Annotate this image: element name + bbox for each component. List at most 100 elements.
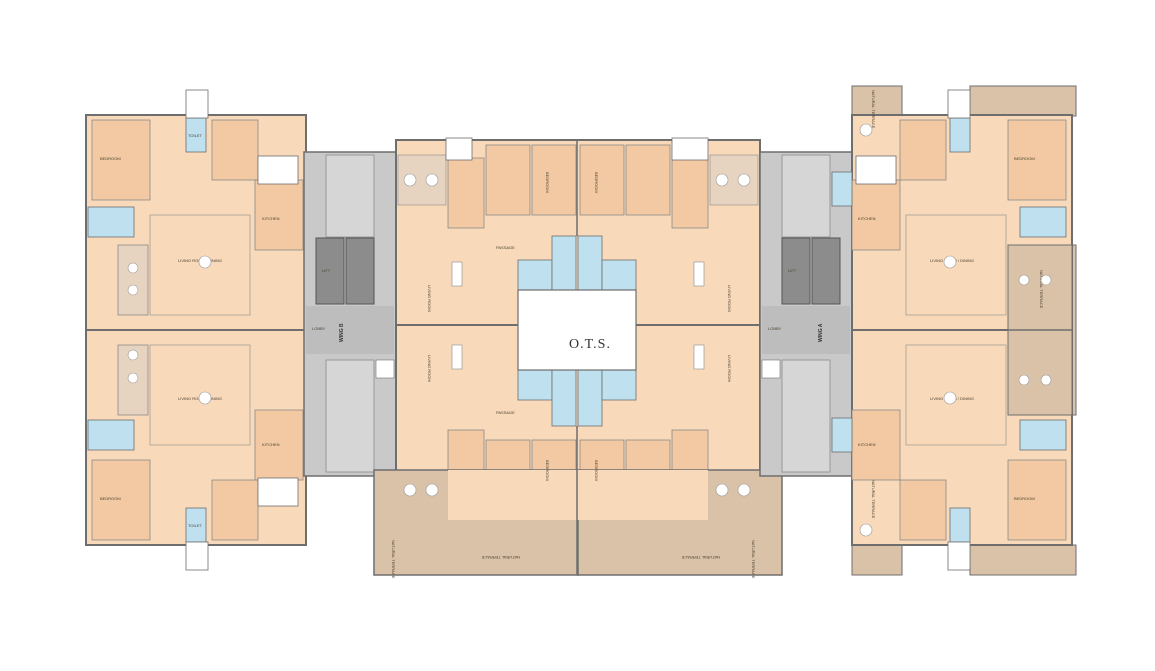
furniture-seat <box>1040 374 1052 386</box>
label-natural-terrace-mid-right: NATURAL TERRACE <box>1039 270 1044 309</box>
label-bedroom-lower-left: BEDROOM <box>100 496 121 501</box>
duct-lower-right <box>947 541 971 571</box>
furniture-seat <box>127 372 139 384</box>
balcony-upper-left <box>117 244 149 316</box>
label-wing-a: WING A <box>818 323 824 342</box>
kitchen-lower-right <box>851 409 901 481</box>
furniture-seat <box>715 483 729 497</box>
furniture-seat <box>425 173 439 187</box>
furniture-seat <box>127 349 139 361</box>
lift-wing-b-1 <box>315 237 345 305</box>
natural-terrace-top-right-strip <box>969 85 1077 117</box>
label-bedroom-bottom-1: BEDROOM <box>545 460 550 481</box>
label-toilet-upper-left: TOILET <box>188 133 202 138</box>
label-bedroom-upper-right: BEDROOM <box>1014 156 1035 161</box>
toilet-ots-8 <box>601 369 637 401</box>
toilet-upper-right-2 <box>1019 206 1067 238</box>
toilet-upper-left-2 <box>87 206 135 238</box>
staircase-wing-a-lower <box>781 359 831 473</box>
furniture-seat <box>715 173 729 187</box>
bedroom2-lower-right <box>899 479 947 541</box>
bedroom-top-1 <box>485 144 531 216</box>
dining-table-1 <box>451 261 463 287</box>
bedroom2-lower-left <box>211 479 259 541</box>
duct-top-left <box>445 137 473 161</box>
label-living-bottom-left: LIVING ROOM <box>427 355 432 382</box>
label-lobby-wing-a: LOBBY <box>768 326 782 331</box>
dry-balcony-upper-left <box>257 155 299 185</box>
label-ots: O.T.S. <box>569 337 611 352</box>
furniture-seat <box>198 391 212 405</box>
lift-wing-b-2 <box>345 237 375 305</box>
lift-wing-a-1 <box>781 237 811 305</box>
label-natural-terrace-bottom-left: NATURAL TERRACE <box>391 540 396 579</box>
kitchen-upper-right <box>851 179 901 251</box>
bedroom-upper-left <box>91 119 151 201</box>
toilet-upper-right-3 <box>831 171 853 207</box>
toilet-ots-3 <box>577 235 603 291</box>
staircase-wing-b-upper <box>325 154 375 238</box>
label-living-top-left: LIVING ROOM <box>427 285 432 312</box>
dry-balcony-lower-left <box>257 477 299 507</box>
label-bedroom-bottom-2: BEDROOM <box>594 460 599 481</box>
living-upper-right <box>905 214 1007 316</box>
bedroom-top-4 <box>625 144 671 216</box>
staircase-wing-a-upper <box>781 154 831 238</box>
furniture-seat <box>737 483 751 497</box>
label-kitchen-upper-left: KITCHEN <box>262 216 280 221</box>
toilet-lower-right <box>949 507 971 543</box>
toilet-ots-1 <box>517 259 553 291</box>
toilet-ots-5 <box>517 369 553 401</box>
toilet-ots-6 <box>551 369 577 427</box>
lobby-wing-a <box>762 306 850 354</box>
furniture-seat <box>1018 274 1030 286</box>
furniture-seat <box>425 483 439 497</box>
bedroom2-upper-left <box>211 119 259 181</box>
living-lower-right <box>905 344 1007 446</box>
ots-shaft <box>517 289 637 371</box>
toilet-upper-right <box>949 117 971 153</box>
label-terrace-dim-right: NATURAL TERRACE <box>681 555 720 560</box>
lobby-wing-b <box>306 306 394 354</box>
bedroom-top-3 <box>579 144 625 216</box>
label-natural-terrace-bottom-right: NATURAL TERRACE <box>871 480 876 519</box>
terrace-cut-right <box>578 470 708 520</box>
duct-lower-left <box>185 541 209 571</box>
label-wing-b: WING B <box>339 323 345 342</box>
furniture-seat <box>737 173 751 187</box>
bedroom2-upper-right <box>899 119 947 181</box>
label-natural-terrace-bottom-right: NATURAL TERRACE <box>751 540 756 579</box>
label-living-bottom-right: LIVING ROOM <box>727 355 732 382</box>
label-lobby-wing-b: LOBBY <box>312 326 326 331</box>
kitchen-top-left <box>447 157 485 229</box>
label-lift-wing-b: LIFT <box>322 268 331 273</box>
furniture-seat <box>859 123 873 137</box>
label-kitchen-lower-right: KITCHEN <box>858 442 876 447</box>
label-bedroom-lower-right: BEDROOM <box>1014 496 1035 501</box>
lift-wing-a-2 <box>811 237 841 305</box>
dining-table-3 <box>451 344 463 370</box>
label-bedroom-top-2: BEDROOM <box>594 172 599 193</box>
label-kitchen-upper-right: KITCHEN <box>858 216 876 221</box>
furniture-seat <box>943 255 957 269</box>
furniture-seat <box>403 173 417 187</box>
kitchen-top-right <box>671 157 709 229</box>
label-passage-bottom: PASSAGE <box>496 410 515 415</box>
furniture-seat <box>943 391 957 405</box>
furniture-seat <box>127 262 139 274</box>
toilet-lower-left-2 <box>87 419 135 451</box>
bedroom-upper-right <box>1007 119 1067 201</box>
duct-upper-left <box>185 89 209 119</box>
label-bedroom-upper-left: BEDROOM <box>100 156 121 161</box>
toilet-lower-right-3 <box>831 417 853 453</box>
toilet-ots-4 <box>601 259 637 291</box>
label-living-top-right: LIVING ROOM <box>727 285 732 312</box>
dining-table-2 <box>693 261 705 287</box>
core-wing-b: WING B LIFT LOBBY <box>303 151 397 477</box>
staircase-wing-b-lower <box>325 359 375 473</box>
divider-lines <box>86 140 1072 575</box>
dining-table-4 <box>693 344 705 370</box>
furniture-seat <box>403 483 417 497</box>
toilet-lower-right-2 <box>1019 419 1067 451</box>
